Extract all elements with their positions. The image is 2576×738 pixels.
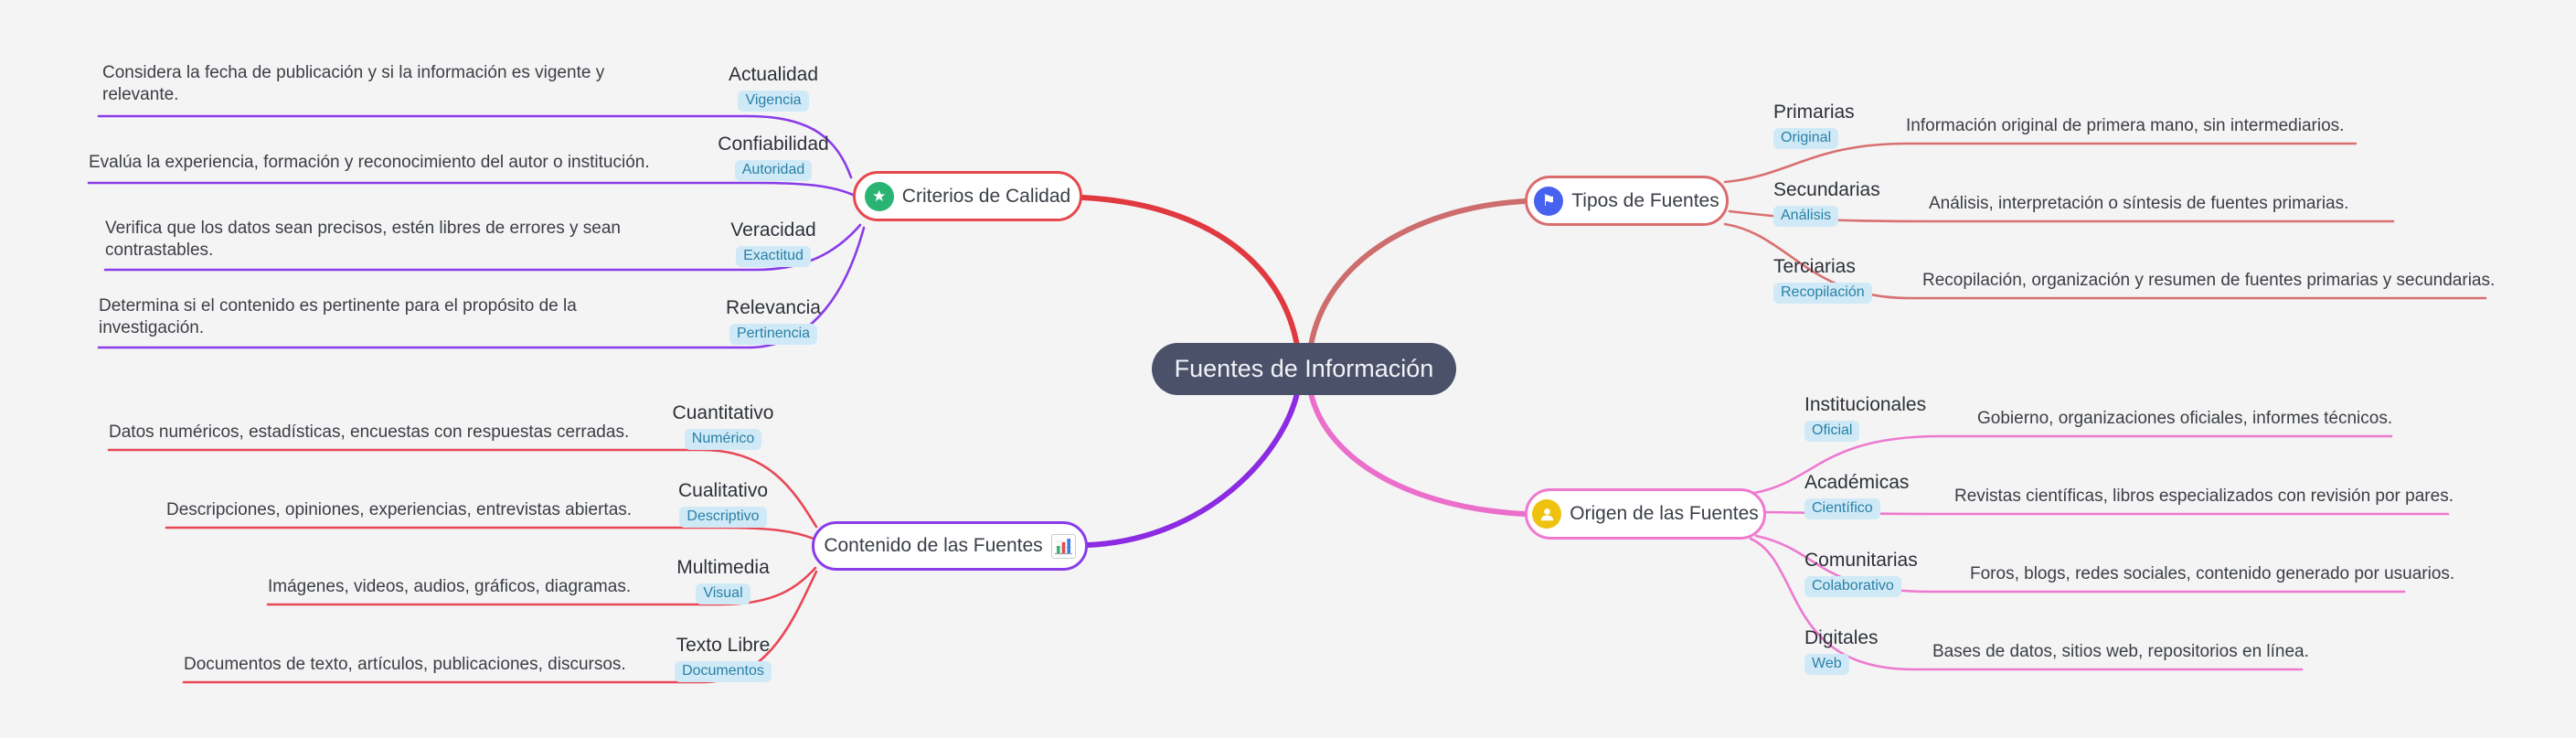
child-badge: Web <box>1804 654 1849 675</box>
child-node-confiabilidad[interactable]: Confiabilidad Autoridad <box>682 134 865 181</box>
branch-line-tipos <box>1308 198 1528 348</box>
child-node-texto-libre[interactable]: Texto Libre Documentos <box>632 635 814 682</box>
child-badge: Exactitud <box>736 246 811 267</box>
child-description: Información original de primera mano, si… <box>1906 116 2345 135</box>
child-node-academicas[interactable]: Académicas Científico <box>1804 472 2015 519</box>
child-description: Descripciones, opiniones, experiencias, … <box>166 500 633 519</box>
child-node-digitales[interactable]: Digitales Web <box>1804 627 2015 675</box>
child-badge: Documentos <box>675 661 772 682</box>
branch-label: Origen de las Fuentes <box>1570 503 1759 524</box>
child-title: Relevancia <box>726 297 821 318</box>
child-description: Bases de datos, sitios web, repositorios… <box>1932 642 2309 661</box>
child-badge: Colaborativo <box>1804 576 1901 597</box>
branch-node-contenido[interactable]: Contenido de las Fuentes <box>812 521 1088 571</box>
child-node-actualidad[interactable]: Actualidad Vigencia <box>682 64 865 112</box>
child-title: Primarias <box>1773 102 1855 123</box>
child-title: Digitales <box>1804 627 1879 648</box>
branch-node-tipos[interactable]: ⚑ Tipos de Fuentes <box>1525 176 1729 226</box>
child-node-comunitarias[interactable]: Comunitarias Colaborativo <box>1804 550 2015 597</box>
child-badge: Oficial <box>1804 421 1860 442</box>
star-icon: ★ <box>864 181 894 211</box>
child-node-multimedia[interactable]: Multimedia Visual <box>632 557 814 604</box>
child-description: Considera la fecha de publicación y si l… <box>102 63 605 104</box>
child-description: Verifica que los datos sean precisos, es… <box>105 219 621 260</box>
child-node-institucionales[interactable]: Institucionales Oficial <box>1804 394 2015 442</box>
child-description: Determina si el contenido es pertinente … <box>99 296 577 337</box>
child-description: Análisis, interpretación o síntesis de f… <box>1929 194 2349 213</box>
branch-line-contenido <box>1085 390 1300 548</box>
child-description: Evalúa la experiencia, formación y recon… <box>89 153 650 172</box>
child-title: Actualidad <box>728 64 819 85</box>
child-node-terciarias[interactable]: Terciarias Recopilación <box>1773 256 1975 304</box>
branch-line-criterios <box>1080 195 1300 348</box>
branch-node-criterios[interactable]: ★ Criterios de Calidad <box>853 171 1082 221</box>
child-title: Académicas <box>1804 472 1910 493</box>
branch-label: Criterios de Calidad <box>901 185 1071 207</box>
child-badge: Pertinencia <box>729 324 818 345</box>
child-title: Cuantitativo <box>672 402 774 423</box>
child-badge: Recopilación <box>1773 283 1872 304</box>
child-title: Terciarias <box>1773 256 1856 277</box>
branch-node-origen[interactable]: Origen de las Fuentes <box>1525 488 1766 540</box>
branch-label: Tipos de Fuentes <box>1571 189 1719 211</box>
child-title: Comunitarias <box>1804 550 1918 571</box>
branch-line-origen <box>1308 390 1528 517</box>
child-description: Documentos de texto, artículos, publicac… <box>184 655 626 674</box>
child-title: Institucionales <box>1804 394 1927 415</box>
central-node[interactable]: Fuentes de Información <box>1152 343 1456 395</box>
flag-icon: ⚑ <box>1534 186 1564 216</box>
child-description: Revistas científicas, libros especializa… <box>1954 487 2454 506</box>
child-description: Foros, blogs, redes sociales, contenido … <box>1970 564 2455 583</box>
child-description: Imágenes, videos, audios, gráficos, diag… <box>268 577 632 596</box>
child-node-primarias[interactable]: Primarias Original <box>1773 102 1975 149</box>
branch-label: Contenido de las Fuentes <box>824 535 1043 556</box>
child-title: Confiabilidad <box>718 134 829 155</box>
child-title: Multimedia <box>676 557 770 578</box>
child-badge: Visual <box>696 583 750 604</box>
child-title: Veracidad <box>730 219 816 241</box>
child-node-secundarias[interactable]: Secundarias Análisis <box>1773 179 1975 227</box>
child-node-cuantitativo[interactable]: Cuantitativo Numérico <box>632 402 814 450</box>
child-node-relevancia[interactable]: Relevancia Pertinencia <box>682 297 865 345</box>
bar-chart-icon <box>1050 533 1076 559</box>
child-badge: Análisis <box>1773 206 1839 227</box>
child-badge: Vigencia <box>738 91 809 112</box>
child-title: Cualitativo <box>677 480 769 501</box>
child-badge: Descriptivo <box>679 507 767 528</box>
child-badge: Científico <box>1804 498 1880 519</box>
child-title: Secundarias <box>1773 179 1880 200</box>
child-badge: Original <box>1773 128 1839 149</box>
child-badge: Numérico <box>684 429 762 450</box>
child-description: Gobierno, organizaciones oficiales, info… <box>1977 409 2393 428</box>
child-node-veracidad[interactable]: Veracidad Exactitud <box>682 219 865 267</box>
child-description: Recopilación, organización y resumen de … <box>1922 271 2496 290</box>
child-title: Texto Libre <box>676 635 771 656</box>
person-icon <box>1532 499 1562 529</box>
child-description: Datos numéricos, estadísticas, encuestas… <box>109 422 630 442</box>
child-badge: Autoridad <box>734 160 813 181</box>
child-node-cualitativo[interactable]: Cualitativo Descriptivo <box>632 480 814 528</box>
